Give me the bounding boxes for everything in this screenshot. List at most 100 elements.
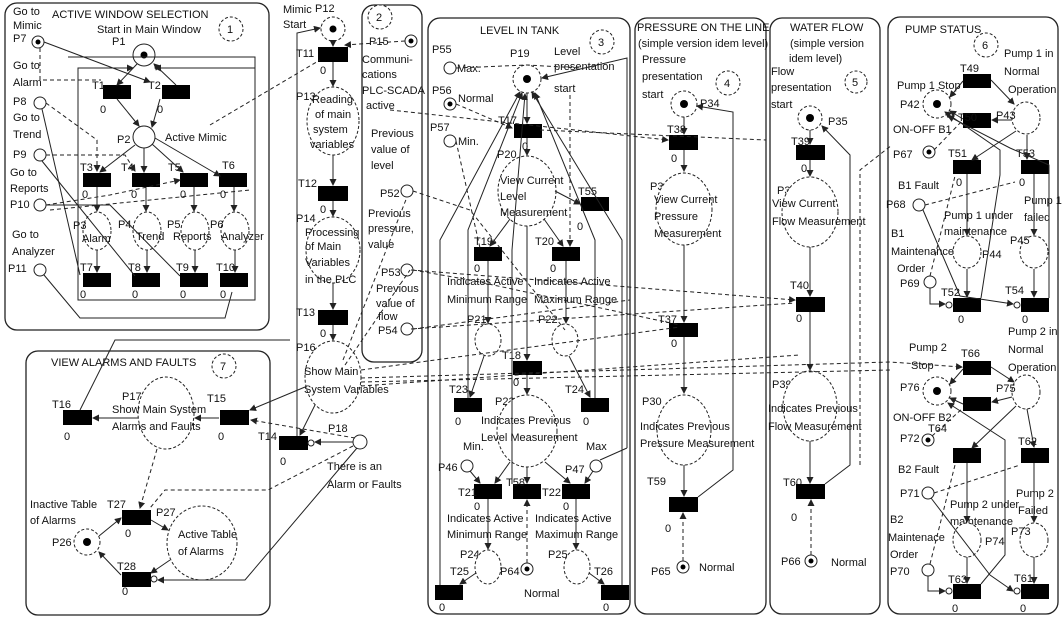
- place-p69[interactable]: [923, 275, 937, 289]
- token: [680, 564, 686, 570]
- transition-label-t18: T18: [502, 350, 521, 362]
- transition-t10[interactable]: [220, 273, 248, 287]
- label-b1-fault: B1 Fault: [898, 180, 939, 192]
- label-ind-prev-level-2: Level Measurement: [481, 432, 578, 444]
- place-label-p26: P26: [52, 537, 72, 549]
- transition-t8[interactable]: [132, 273, 160, 287]
- transition-t2[interactable]: [162, 85, 190, 99]
- place-p39[interactable]: [782, 370, 838, 442]
- label-flow-presentation-3: start: [771, 99, 792, 111]
- transition-t60[interactable]: [796, 484, 825, 499]
- transition-t26[interactable]: [601, 585, 629, 600]
- transition-t38[interactable]: [669, 135, 698, 150]
- place-p16[interactable]: [304, 340, 362, 414]
- label-ind-prev-flow-2: Flow Measurement: [768, 421, 862, 433]
- transition-t7[interactable]: [83, 273, 111, 287]
- transition-t5[interactable]: [180, 173, 208, 187]
- transition-t13[interactable]: [318, 310, 348, 325]
- label-flow-presentation: Flow: [771, 66, 794, 78]
- place-label-p18: P18: [328, 423, 348, 435]
- transition-t52[interactable]: [953, 298, 981, 312]
- transition-t55[interactable]: [581, 197, 609, 211]
- place-p43[interactable]: [1011, 101, 1041, 135]
- label-pressure-presentation-2: presentation: [642, 71, 703, 83]
- transition-label-t40: T40: [790, 280, 809, 292]
- transition-t22[interactable]: [562, 484, 590, 499]
- place-p73[interactable]: [1019, 522, 1049, 558]
- transition-t51[interactable]: [953, 160, 981, 174]
- transition-t37[interactable]: [669, 323, 698, 337]
- token: [926, 149, 932, 155]
- place-label-p76: P76: [900, 382, 920, 394]
- transition-t20[interactable]: [552, 247, 580, 261]
- place-p9[interactable]: [33, 148, 47, 162]
- transition-t12[interactable]: [318, 186, 348, 201]
- transition-t27[interactable]: [122, 510, 151, 525]
- place-p44[interactable]: [952, 235, 982, 269]
- transition-label-t52: T52: [941, 287, 960, 299]
- token: [83, 538, 91, 546]
- place-p55[interactable]: [443, 61, 457, 75]
- transition-t28[interactable]: [122, 572, 151, 587]
- place-p17[interactable]: [137, 376, 195, 450]
- transition-t40[interactable]: [796, 297, 825, 312]
- place-p11[interactable]: [33, 263, 47, 277]
- label-show-alarms: Show Main System: [112, 404, 206, 416]
- transition-t59[interactable]: [669, 497, 698, 512]
- place-p24[interactable]: [474, 549, 502, 585]
- transition-t50[interactable]: [963, 113, 991, 128]
- transition-t64[interactable]: [963, 397, 991, 411]
- transition-t19[interactable]: [474, 247, 502, 261]
- panel-3-number: 3: [598, 37, 604, 49]
- transition-t18[interactable]: [513, 361, 542, 375]
- transition-t66[interactable]: [963, 361, 991, 375]
- transition-t11[interactable]: [318, 47, 348, 62]
- place-p68[interactable]: [912, 198, 926, 212]
- transition-t17[interactable]: [514, 124, 542, 138]
- place-p21[interactable]: [474, 323, 502, 357]
- place-p2[interactable]: [132, 125, 156, 149]
- transition-t54[interactable]: [1021, 298, 1049, 312]
- place-p27[interactable]: [166, 505, 238, 581]
- transition-t1[interactable]: [103, 85, 131, 99]
- place-p57[interactable]: [443, 134, 457, 148]
- transition-t25[interactable]: [435, 585, 463, 600]
- place-p30[interactable]: [656, 394, 712, 466]
- place-p18[interactable]: [352, 434, 368, 450]
- transition-t58[interactable]: [513, 484, 541, 499]
- place-p47[interactable]: [589, 459, 603, 473]
- transition-t39[interactable]: [796, 145, 825, 160]
- transition-t24[interactable]: [581, 398, 609, 412]
- place-p36[interactable]: [781, 176, 839, 248]
- transition-t6[interactable]: [219, 173, 247, 187]
- transition-t53[interactable]: [1021, 160, 1049, 174]
- transition-t63[interactable]: [953, 584, 981, 599]
- place-p45[interactable]: [1019, 235, 1049, 269]
- place-p46[interactable]: [460, 459, 474, 473]
- transition-t14[interactable]: [279, 436, 308, 450]
- transition-t21[interactable]: [474, 484, 502, 499]
- place-p10[interactable]: [33, 198, 47, 212]
- place-p52[interactable]: [400, 184, 414, 198]
- place-p74[interactable]: [952, 522, 982, 558]
- place-p71[interactable]: [921, 486, 935, 500]
- transition-t23[interactable]: [454, 398, 482, 412]
- transition-t9[interactable]: [180, 273, 208, 287]
- place-p75[interactable]: [1011, 374, 1041, 410]
- place-p8[interactable]: [33, 96, 47, 110]
- label-communications: Communi-: [362, 54, 413, 66]
- label-mimic-start: Mimic: [283, 4, 312, 16]
- place-p23[interactable]: [496, 394, 558, 468]
- place-label-p43: P43: [996, 110, 1016, 122]
- transition-t15[interactable]: [220, 410, 249, 425]
- transition-t49[interactable]: [963, 74, 991, 88]
- place-p70[interactable]: [921, 563, 935, 577]
- place-p22[interactable]: [551, 323, 579, 357]
- place-p25[interactable]: [563, 549, 591, 585]
- transition-t4[interactable]: [132, 173, 160, 187]
- transition-t16[interactable]: [63, 410, 92, 425]
- transition-t65[interactable]: [953, 448, 981, 463]
- transition-t62[interactable]: [1021, 448, 1049, 463]
- transition-t61[interactable]: [1021, 584, 1049, 599]
- transition-t3[interactable]: [83, 173, 111, 187]
